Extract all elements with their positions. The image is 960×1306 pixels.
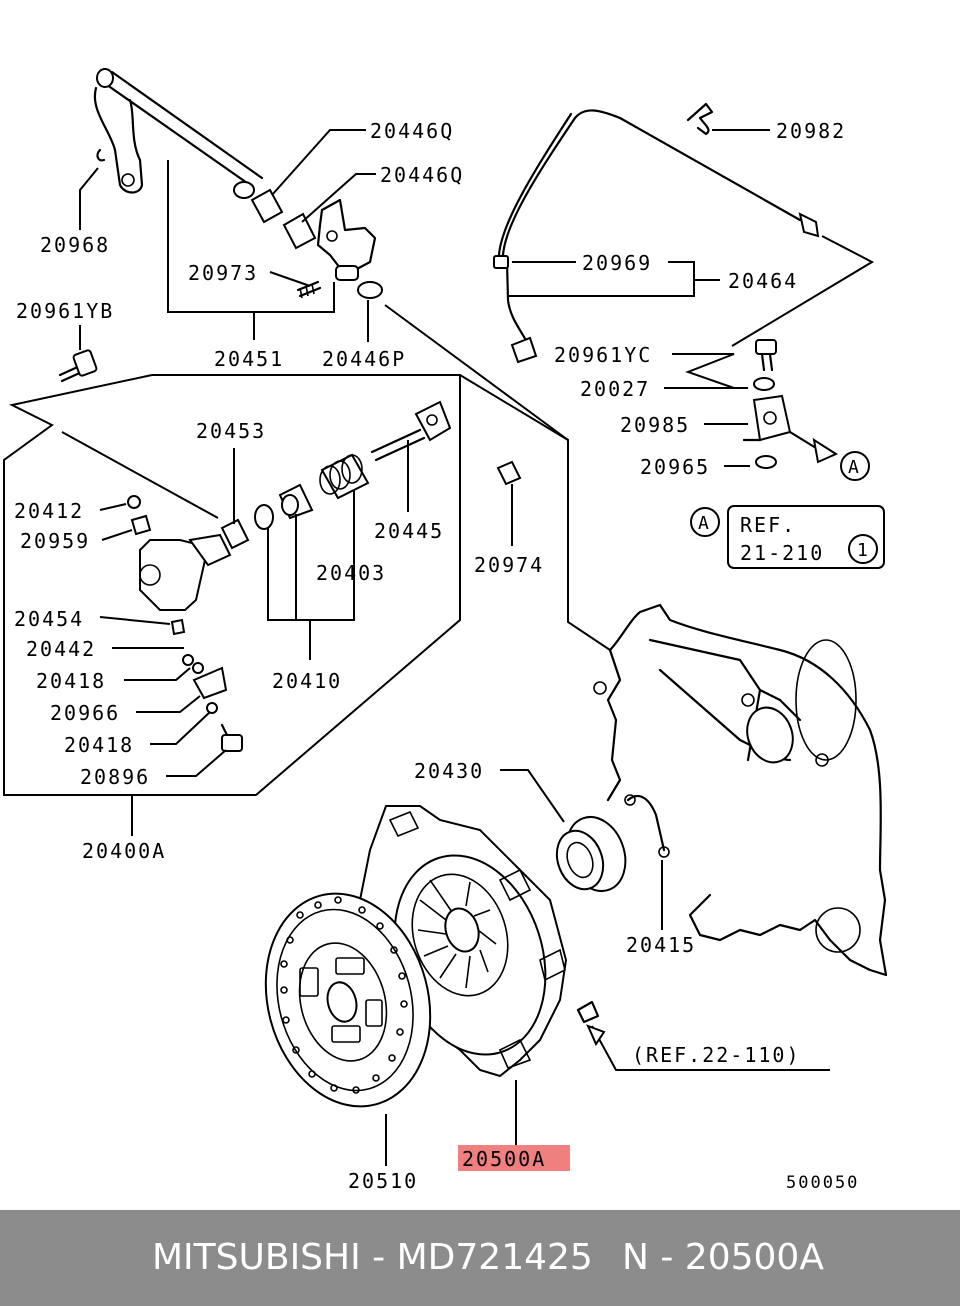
clutch-disc-20510 [264, 892, 432, 1166]
label-20403: 20403 [316, 561, 386, 585]
label-20412: 20412 [14, 499, 84, 523]
label-20442: 20442 [26, 637, 96, 661]
leader-lines-top-left [79, 129, 376, 350]
label-20896: 20896 [80, 765, 150, 789]
ref-box-line1: REF. [740, 513, 796, 537]
disc-holes [280, 896, 408, 1094]
label-20446p: 20446P [322, 347, 406, 371]
ref-a-marker: A [848, 457, 859, 478]
label-20969: 20969 [582, 251, 652, 275]
label-20446q-1: 20446Q [370, 119, 454, 143]
label-20974: 20974 [474, 553, 544, 577]
bolt-20961yb-icon [58, 349, 98, 383]
ref-22-110: (REF.22-110) [632, 1043, 801, 1067]
label-20418-1: 20418 [36, 669, 106, 693]
label-20982: 20982 [776, 119, 846, 143]
label-20445: 20445 [374, 519, 444, 543]
label-20966: 20966 [50, 701, 120, 725]
label-20027: 20027 [580, 377, 650, 401]
label-20454: 20454 [14, 607, 84, 631]
label-20959: 20959 [20, 529, 90, 553]
leader-lines-top-right [508, 129, 875, 467]
label-20985: 20985 [620, 413, 690, 437]
cylinder-group-outline [3, 304, 611, 796]
clutch-line-assembly [493, 102, 839, 469]
label-20464: 20464 [728, 269, 798, 293]
cylinder-body [127, 400, 522, 752]
diagram-number: 500050 [786, 1173, 859, 1193]
label-20968: 20968 [40, 233, 110, 257]
leader-lines-cylinder [99, 440, 513, 836]
transmission-housing [593, 603, 888, 977]
clutch-cover-20500a [358, 805, 830, 1146]
footer-ref-number: N - 20500A [622, 1237, 824, 1278]
label-20400a: 20400A [82, 839, 166, 863]
ref-box-line2: 21-210 [740, 541, 824, 565]
label-20451: 20451 [214, 347, 284, 371]
ref-21-210-box [690, 451, 885, 569]
label-20410: 20410 [272, 669, 342, 693]
label-20418-2: 20418 [64, 733, 134, 757]
ref-a-box-marker: A [698, 513, 709, 534]
label-20961yb: 20961YB [16, 299, 114, 323]
release-bearing-20430 [500, 769, 663, 930]
parts-diagram: 20446Q 20446Q 20968 20973 20961YB 20451 … [3, 68, 888, 1193]
label-20965: 20965 [640, 455, 710, 479]
part-labels: 20446Q 20446Q 20968 20973 20961YB 20451 … [14, 119, 868, 1193]
footer-part-number: MITSUBISHI - MD721425 [152, 1237, 593, 1278]
label-20446q-2: 20446Q [380, 163, 464, 187]
highlight-20500a [458, 1145, 570, 1171]
label-20500a: 20500A [462, 1147, 546, 1171]
label-20415: 20415 [626, 933, 696, 957]
ref-box-circle: 1 [857, 540, 868, 561]
label-20973: 20973 [188, 261, 258, 285]
footer-bar: MITSUBISHI - MD721425 N - 20500A [0, 1210, 960, 1306]
release-shaft-assembly [93, 68, 383, 299]
label-20961yc: 20961YC [554, 343, 652, 367]
label-20510: 20510 [348, 1169, 418, 1193]
label-20430: 20430 [414, 759, 484, 783]
label-20453: 20453 [196, 419, 266, 443]
